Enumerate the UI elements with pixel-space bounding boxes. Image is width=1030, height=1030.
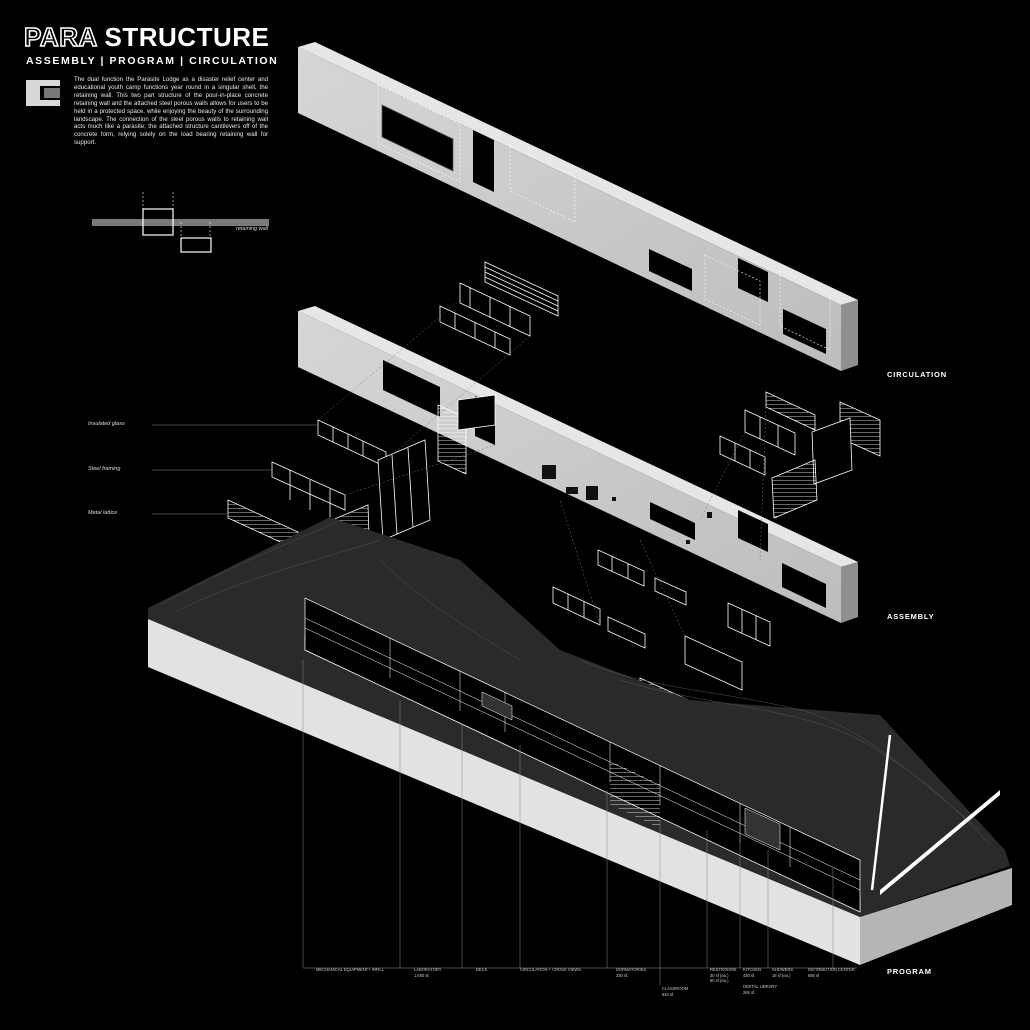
program-label-circulation: CIRCULATION + CROSS VIEWS [520, 967, 581, 972]
program-label-classroom: CLASSROOM 840 sf. [662, 986, 689, 997]
stage-circulation: CIRCULATION [887, 370, 947, 379]
projection-lines [317, 299, 767, 637]
page-subtitle: ASSEMBLY | PROGRAM | CIRCULATION [26, 55, 279, 67]
metal-lattice-label: Metal lattice [88, 510, 118, 516]
program-label-kitchen: KITCHEN 430 sf. [743, 967, 761, 978]
program-building [304, 597, 1000, 913]
stage-program: PROGRAM [887, 967, 932, 976]
stage-assembly: ASSEMBLY [887, 612, 935, 621]
retaining-wall-mini-diagram [92, 192, 269, 253]
logo-icon [26, 80, 60, 106]
program-label-deck: DECK [476, 967, 488, 972]
insulated-glass-label: Insulated glass [88, 421, 125, 427]
right-exploded-components [719, 391, 881, 519]
page-title: PARA STRUCTURE [23, 21, 270, 53]
circulation-wall [298, 42, 858, 371]
label-leader-lines [152, 424, 857, 985]
site-block [148, 517, 1012, 965]
retaining-wall-label: retaining wall [236, 226, 269, 232]
program-label-distribution: DISTRIBUTION CENTER 685 sf [808, 967, 855, 978]
program-label-showers: SHOWERS 18 sf (ea.) [772, 967, 794, 978]
program-label-restrooms: RESTROOMS 30 sf (ea.) 60 sf (ea.) [710, 967, 737, 984]
steel-framing-label: Steel framing [88, 466, 121, 472]
program-label-dormatories: DORMATORIES 330 sf. [616, 967, 647, 978]
project-description: The dual function the Parasite Lodge as … [74, 76, 268, 147]
program-label-digital-library: DIGITAL LIBRARY 265 sf. [743, 984, 778, 995]
assembly-wall [298, 306, 858, 623]
steel-frame-modules-upper [439, 261, 559, 356]
title-para: PARA [23, 21, 97, 53]
program-label-laboratory: LABORATORY 1,660 sf. [414, 967, 442, 978]
title-structure: STRUCTURE [104, 22, 270, 52]
program-label-mechanical: MECHANICAL EQUIPMENT+ INFILL [316, 967, 384, 972]
